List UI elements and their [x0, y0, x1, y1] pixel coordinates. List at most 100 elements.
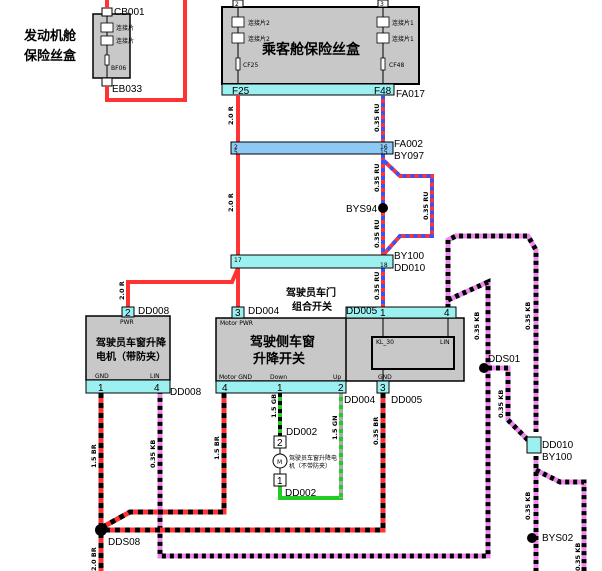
cabin-box-title: 乘客舱保险丝盒 — [261, 41, 361, 58]
inline-pin-r2: 18 — [380, 262, 388, 269]
motor-nop-label-2: 机（不带防夹） — [289, 462, 331, 470]
wire-label-0-35-ru-c: 0.35 RU — [422, 191, 430, 220]
cabin-right-link-2: 连接片1 — [392, 35, 414, 43]
switch-kl30-label: KL_30 — [376, 339, 394, 346]
connector-by097: BY097 — [394, 151, 424, 162]
switch-down-label: Down — [270, 374, 287, 381]
window-switch-title-2: 升降开关 — [253, 351, 305, 367]
switch-pin-1-bottom: 1 — [277, 383, 283, 394]
connector-dd002-top: DD002 — [286, 427, 318, 438]
motor-nop-label-1: 驾驶员车窗升降电 — [289, 454, 337, 462]
connector-fa002: FA002 — [394, 139, 423, 150]
window-motor-pwr-label: PWR — [120, 319, 134, 326]
cabin-right-link-1: 连接片1 — [392, 19, 414, 27]
wire-label-2-0-r-b: 2.0 R — [227, 193, 235, 212]
motor-no-anti-pinch: 2 M 1 驾驶员车窗升降电 机（不带防夹） — [272, 435, 337, 487]
cabin-top-pin-left: 2 — [235, 1, 239, 8]
wire-label-kb-f: 0.35 KB — [149, 440, 157, 468]
cabin-pin-f48: F48 — [374, 86, 392, 97]
switch-motor-gnd-label: Motor GND — [219, 374, 252, 381]
splice-dds08-label: DDS08 — [108, 537, 141, 548]
wire-label-gb: 1.5 GB — [270, 394, 278, 418]
splice-bys94-label: BYS94 — [346, 204, 378, 215]
motor-nop-pin-1: 1 — [277, 476, 283, 487]
wire-label-0-35-ru-d: 0.35 RU — [373, 219, 381, 248]
combo-switch-title-1: 驾驶员车门 — [285, 286, 336, 299]
connector-dd002-bottom: DD002 — [285, 488, 317, 499]
connector-dd010-right: DD010 — [542, 440, 574, 451]
inline-pin-mid2: 15 — [380, 149, 388, 156]
wire-label-0-35-ru-e: 0.35 RU — [373, 271, 381, 300]
wire-label-kb-d: 0.35 KB — [524, 492, 532, 520]
cabin-left-link-1: 连接片2 — [248, 19, 270, 27]
window-motor-pin-4: 4 — [154, 383, 160, 394]
switch-pin-1-top: 1 — [380, 308, 386, 319]
window-switch-title-1: 驾驶侧车窗 — [250, 334, 315, 350]
inline-connector-by100: 17 18 — [230, 254, 394, 269]
wire-label-2-0-r-c: 2.0 R — [118, 281, 126, 300]
wire-label-br-d: 0.35 BR — [372, 417, 380, 445]
connector-dd004-top: DD004 — [248, 306, 280, 317]
engine-fuse-link-top: 连接片 — [116, 24, 134, 32]
motor-symbol: M — [277, 459, 282, 466]
wire-label-br-c: 2.0 BR — [90, 547, 98, 571]
window-motor-lin-label: LIN — [150, 373, 160, 380]
switch-pin-3-bottom: 3 — [380, 383, 386, 394]
inline-pin-l1: 2 — [234, 144, 238, 151]
switch-gnd-label: GND — [378, 374, 392, 381]
wire-2-0-r — [126, 95, 240, 308]
switch-pin-2-bottom: 2 — [338, 383, 344, 394]
inline-connector-fa002: 2 16 5 15 — [230, 141, 394, 156]
connector-eb033: EB033 — [112, 84, 142, 95]
wire-br-ground — [98, 393, 386, 571]
cabin-pin-f25: F25 — [232, 86, 250, 97]
wire-label-gn: 1.5 GN — [331, 415, 339, 440]
splice-dds08 — [95, 524, 107, 536]
switch-motor-pwr-label: Motor PWR — [220, 320, 253, 327]
connector-dd010: DD010 — [394, 263, 426, 274]
inline-pin-l2: 17 — [234, 257, 242, 264]
window-motor-pin-2: 2 — [125, 308, 131, 319]
window-motor-box: 2 PWR 驾驶员车窗升降 电机（带防夹） GND LIN 1 4 — [85, 306, 171, 394]
switch-pin-4-top: 4 — [444, 308, 450, 319]
switch-pin-4-bottom: 4 — [222, 383, 228, 394]
cabin-left-link-2: 连接片2 — [248, 35, 270, 43]
inline-connector-dd010-right — [526, 436, 542, 454]
inline-pin-mid: 5 — [234, 149, 238, 156]
connector-fa017: FA017 — [396, 89, 425, 100]
connector-dd004-bottom: DD004 — [344, 395, 376, 406]
connector-by100-right: BY100 — [542, 452, 572, 463]
wire-label-kb-a: 0.35 KB — [473, 312, 481, 340]
cabin-right-fuse: CF48 — [389, 62, 404, 69]
motor-nop-pin-2: 2 — [277, 438, 283, 449]
combo-switch-title-2: 组合开关 — [292, 300, 332, 313]
splice-bys02 — [527, 533, 537, 543]
connector-dd008-top: DD008 — [138, 306, 170, 317]
connector-cb001: CB001 — [114, 7, 145, 18]
splice-bys94 — [378, 203, 388, 213]
switch-lin-label: LIN — [440, 339, 450, 346]
wire-label-0-35-ru-b: 0.35 RU — [373, 163, 381, 192]
cabin-top-pin-right: 3 — [380, 1, 384, 8]
window-switch-box: 3 1 4 Motor PWR 驾驶侧车窗 升降开关 Motor GND Dow… — [215, 306, 465, 394]
switch-up-label: Up — [333, 374, 341, 381]
connector-by100: BY100 — [394, 251, 424, 262]
window-motor-pin-1: 1 — [98, 383, 104, 394]
wire-label-br-a: 1.5 BR — [90, 444, 98, 468]
wire-label-br-b: 1.5 BR — [213, 436, 221, 460]
wire-label-2-0-r-a: 2.0 R — [227, 106, 235, 125]
cabin-left-fuse: CF25 — [243, 62, 258, 69]
engine-fuse-link-bottom: 连接片 — [116, 37, 134, 45]
switch-pin-3-top: 3 — [235, 308, 241, 319]
cabin-fuse-box: 2 3 连接片2 连接片2 连接片1 连接片1 CF25 CF48 乘客舱保险丝… — [221, 0, 420, 97]
wire-green-motor — [278, 393, 343, 500]
inline-pin-r1: 16 — [380, 144, 388, 151]
wire-label-kb-e: 0.35 KB — [574, 543, 582, 571]
splice-dds01-label: DDS01 — [488, 354, 521, 365]
engine-fuse-id: BF06 — [111, 65, 126, 72]
wire-label-kb-b: 0.35 KB — [524, 302, 532, 330]
connector-dd005-top: DD005 — [346, 306, 378, 317]
splice-dds01 — [479, 363, 489, 373]
